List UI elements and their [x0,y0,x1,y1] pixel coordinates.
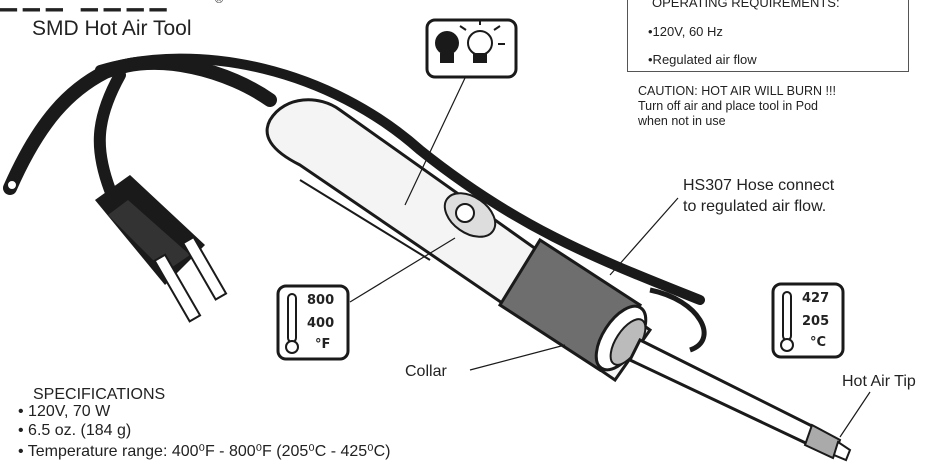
thermometer-icon [780,291,794,352]
caution-text: CAUTION: HOT AIR WILL BURN !!! [638,84,836,98]
specifications-heading: SPECIFICATIONS [33,386,166,403]
hose-upper [95,53,705,305]
nozzle [627,337,852,462]
spec-item: • Temperature range: 400⁰F - 800⁰F (205⁰… [18,443,391,460]
leader-line-temp [349,237,456,303]
operating-requirements-title: OPERATING REQUIREMENTS: [652,0,840,10]
hose-label: HS307 Hose connect [683,177,835,194]
page-title: SMD Hot Air Tool [32,17,192,40]
thermo-c-unit: °C [810,335,827,350]
thermo-f-low: 400 [307,316,335,331]
thermometer-icon [285,293,299,354]
tool-collar [497,237,648,373]
registered-mark: ® [215,0,224,6]
thermo-f-unit: °F [315,337,331,352]
leader-line-tip [839,391,871,438]
operating-requirements-box [627,0,909,72]
thermo-c-high: 427 [802,291,830,306]
leader-line-indicator [404,77,466,206]
caution-text: Turn off air and place tool in Pod [638,99,818,113]
collar-label: Collar [405,363,447,380]
plug-cable [93,69,126,196]
leader-line-collar [469,344,566,371]
hose-label: to regulated air flow. [683,198,827,215]
indicator-lights-icon [425,18,518,79]
air-hose-loop [649,287,707,353]
leader-line-hose [609,197,679,276]
thermo-f-high: 800 [307,293,335,308]
operating-requirement-item: •Regulated air flow [648,52,757,67]
spec-item: • 6.5 oz. (184 g) [18,422,132,439]
thermo-c-low: 205 [802,314,830,329]
power-plug [6,175,228,323]
brand-logo-clipped: ▁▁▁ ▁▁▁▁ [0,0,173,12]
spec-item: • 120V, 70 W [18,403,111,420]
hot-air-tip-label: Hot Air Tip [842,373,916,390]
operating-requirement-item: •120V, 60 Hz [648,24,723,39]
caution-text: when not in use [638,114,726,128]
power-cord [3,56,277,195]
